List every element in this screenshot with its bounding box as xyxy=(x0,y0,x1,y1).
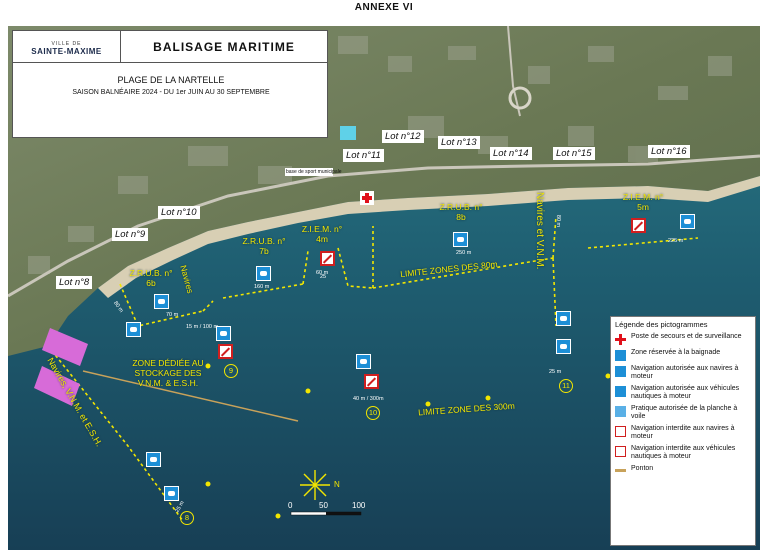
header-box: VILLE DE SAINTE-MAXIME BALISAGE MARITIME… xyxy=(12,30,328,138)
legend-item: Navigation autorisée aux véhicules nauti… xyxy=(615,385,751,401)
jetski-icon xyxy=(615,386,626,397)
dim-250m: 250 m xyxy=(456,250,472,256)
lot-label-13: Lot n°13 xyxy=(438,136,480,149)
buoy-lines xyxy=(47,215,699,522)
first-aid-cross-icon xyxy=(615,334,626,345)
beach-strip xyxy=(98,176,760,298)
legend-text: Pratique autorisée de la planche à voile xyxy=(631,405,738,420)
legend-text: Zone réservée à la baignade xyxy=(631,349,721,356)
swimmer-icon xyxy=(154,294,169,309)
lot-label-15: Lot n°15 xyxy=(553,147,595,160)
lot-label-10: Lot n°10 xyxy=(158,206,200,219)
buoy-number-9: 9 xyxy=(224,364,238,378)
scale-bar xyxy=(290,511,362,516)
city-logo: VILLE DE SAINTE-MAXIME xyxy=(13,31,121,63)
zone-label-ziem-5m: Z.I.E.M. n° 5m xyxy=(622,192,664,212)
motorboat-icon xyxy=(146,452,161,467)
legend-box: Légende des pictogrammes Poste de secour… xyxy=(610,316,756,546)
header-subtitle: PLAGE DE LA NARTELLE SAISON BALNÉAIRE 20… xyxy=(13,75,329,96)
swimming-pool xyxy=(340,126,356,140)
legend-item: Navigation interdite aux véhicules nauti… xyxy=(615,445,751,461)
zone-label-ziem-4m: Z.I.E.M. n° 4m xyxy=(301,224,343,244)
zone-label-zrub-6b: Z.R.U.B. n° 6b xyxy=(129,268,173,288)
dim-80m-b: 80 m xyxy=(555,214,562,228)
dim-15m-100m: 15 m / 100 m xyxy=(186,324,219,330)
ponton-lines xyxy=(82,370,299,422)
first-aid-cross-icon xyxy=(360,191,374,205)
buoy-number-8: 8 xyxy=(180,511,194,525)
buoy-number-10: 10 xyxy=(366,406,380,420)
swimmer-icon xyxy=(453,232,468,247)
legend-text: Navigation autorisée aux véhicules nauti… xyxy=(631,385,740,400)
no-jetski-icon xyxy=(615,446,626,457)
dim-25: 25 xyxy=(320,274,327,280)
legend-item: Pratique autorisée de la planche à voile xyxy=(615,405,751,421)
dim-25m-a: 25 m xyxy=(549,369,562,375)
legend-title: Légende des pictogrammes xyxy=(615,320,708,329)
swimmer-icon xyxy=(256,266,271,281)
motorboat-icon xyxy=(126,322,141,337)
windsurf-icon xyxy=(615,406,626,417)
no-motorboat-icon xyxy=(320,251,335,266)
map-panel: VILLE DE SAINTE-MAXIME BALISAGE MARITIME… xyxy=(8,26,760,550)
zone-label-zrub-7b: Z.R.U.B. n° 7b xyxy=(242,236,286,256)
no-motorboat-icon xyxy=(615,426,626,437)
motorboat-icon xyxy=(615,366,626,377)
legend-item: Navigation interdite aux navires à moteu… xyxy=(615,425,751,441)
motorboat-icon xyxy=(356,354,371,369)
legend-item: Zone réservée à la baignade xyxy=(615,349,751,361)
logo-city-text: SAINTE-MAXIME xyxy=(31,47,102,56)
urban-texture xyxy=(28,36,732,274)
ponton-line-icon xyxy=(615,469,626,472)
lot-label-9: Lot n°9 xyxy=(112,228,149,241)
scale-tick-0: 0 xyxy=(288,501,293,510)
jetski-icon xyxy=(556,339,571,354)
legend-text: Ponton xyxy=(631,465,654,472)
legend-text: Navigation interdite aux véhicules nauti… xyxy=(631,445,736,460)
compass-rose xyxy=(300,470,330,500)
legend-text: Navigation autorisée aux navires à moteu… xyxy=(631,365,739,380)
lot-label-11: Lot n°11 xyxy=(343,149,384,162)
legend-text: Poste de secours et de surveillance xyxy=(631,333,742,340)
beach-name: PLAGE DE LA NARTELLE xyxy=(117,75,225,85)
storage-zone-label: ZONE DÉDIÉE AU STOCKAGE DES V.N.M. & E.S… xyxy=(132,358,204,388)
buoy-number-11: 11 xyxy=(559,379,573,393)
swimmer-icon xyxy=(615,350,626,361)
legend-item: Navigation autorisée aux navires à moteu… xyxy=(615,365,751,381)
dim-40m-300m: 40 m / 300m xyxy=(353,396,384,402)
motorboat-icon xyxy=(556,311,571,326)
legend-item: Ponton xyxy=(615,465,751,473)
north-label: N xyxy=(334,480,340,489)
lot-label-14: Lot n°14 xyxy=(490,147,532,160)
dim-60m: 60 m xyxy=(316,270,329,276)
coastal-road xyxy=(8,154,760,298)
zone-label-zrub-8b: Z.R.U.B. n° 8b xyxy=(439,202,483,222)
zone-label-navires-vnm: Navires et V.N.M. xyxy=(534,192,545,270)
roundabout xyxy=(508,86,532,110)
annex-heading: ANNEXE VI xyxy=(354,2,414,13)
page-title: BALISAGE MARITIME xyxy=(121,31,327,63)
legend-item: Poste de secours et de surveillance xyxy=(615,333,751,345)
storage-zone-blocks xyxy=(34,328,88,406)
jetski-icon xyxy=(216,326,231,341)
no-jetski-icon xyxy=(364,374,379,389)
no-motorboat-icon xyxy=(631,218,646,233)
jetski-icon xyxy=(164,486,179,501)
logo-ville-text: VILLE DE xyxy=(51,41,82,47)
scale-tick-100: 100 xyxy=(352,501,366,510)
windsurf-icon xyxy=(680,214,695,229)
season-dates: SAISON BALNÉAIRE 2024 - DU 1er JUIN AU 3… xyxy=(72,89,270,96)
dim-70m: 70 m xyxy=(166,312,179,318)
lot-label-16: Lot n°16 xyxy=(648,145,690,158)
base-sport-label: base de sport municipale xyxy=(285,168,342,176)
legend-text: Navigation interdite aux navires à moteu… xyxy=(631,425,735,440)
dim-225m: 225 m xyxy=(668,238,684,244)
no-jetski-icon xyxy=(218,344,233,359)
aerial-map xyxy=(8,26,760,550)
dim-160m: 160 m xyxy=(254,284,270,290)
scale-tick-50: 50 xyxy=(319,501,328,510)
lot-label-12: Lot n°12 xyxy=(382,130,424,143)
lot-label-8: Lot n°8 xyxy=(56,276,93,289)
